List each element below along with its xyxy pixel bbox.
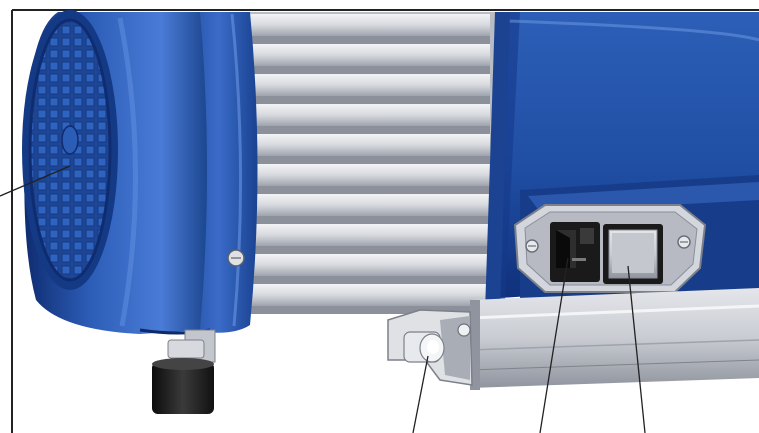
cooling-fins [225, 12, 510, 314]
mounting-bracket [387, 309, 473, 386]
power-switch-icon [603, 224, 663, 284]
cooling-fin-gap [240, 126, 490, 134]
cooling-fin [240, 14, 490, 36]
cooling-fin-gap [240, 96, 490, 104]
power-socket-icon [550, 222, 600, 282]
fan-cover [22, 10, 211, 335]
cooling-fin [240, 224, 490, 246]
rubber-foot [152, 329, 216, 414]
cooling-fin [240, 134, 490, 156]
base-rail [469, 288, 759, 390]
cooling-fin-gap [240, 156, 490, 164]
cooling-fin-gap [240, 216, 490, 224]
cooling-fin-gap [240, 186, 490, 194]
callout-leaders [0, 165, 646, 433]
leader-power-switch [627, 265, 646, 433]
cooling-fin [240, 104, 490, 126]
leader-fan-grille [0, 165, 71, 197]
leader-mounting-knob [412, 355, 429, 433]
leader-power-socket [539, 257, 569, 433]
cooling-fin [240, 74, 490, 96]
power-entry-panel [513, 175, 759, 300]
cooling-fin-gap [240, 36, 490, 44]
cooling-fin [240, 164, 490, 186]
cooling-fin-gap [240, 66, 490, 74]
cooling-fin-gap [240, 246, 490, 254]
cooling-fin [240, 194, 490, 216]
cooling-fin-gap [240, 306, 490, 314]
screw-icon [457, 323, 471, 337]
cooling-fin [240, 284, 490, 306]
cooling-fin-gap [240, 276, 490, 284]
frame-borders [11, 9, 759, 433]
cooling-fin [240, 254, 490, 276]
cooling-fin [240, 44, 490, 66]
mounting-knob-icon [403, 331, 445, 363]
